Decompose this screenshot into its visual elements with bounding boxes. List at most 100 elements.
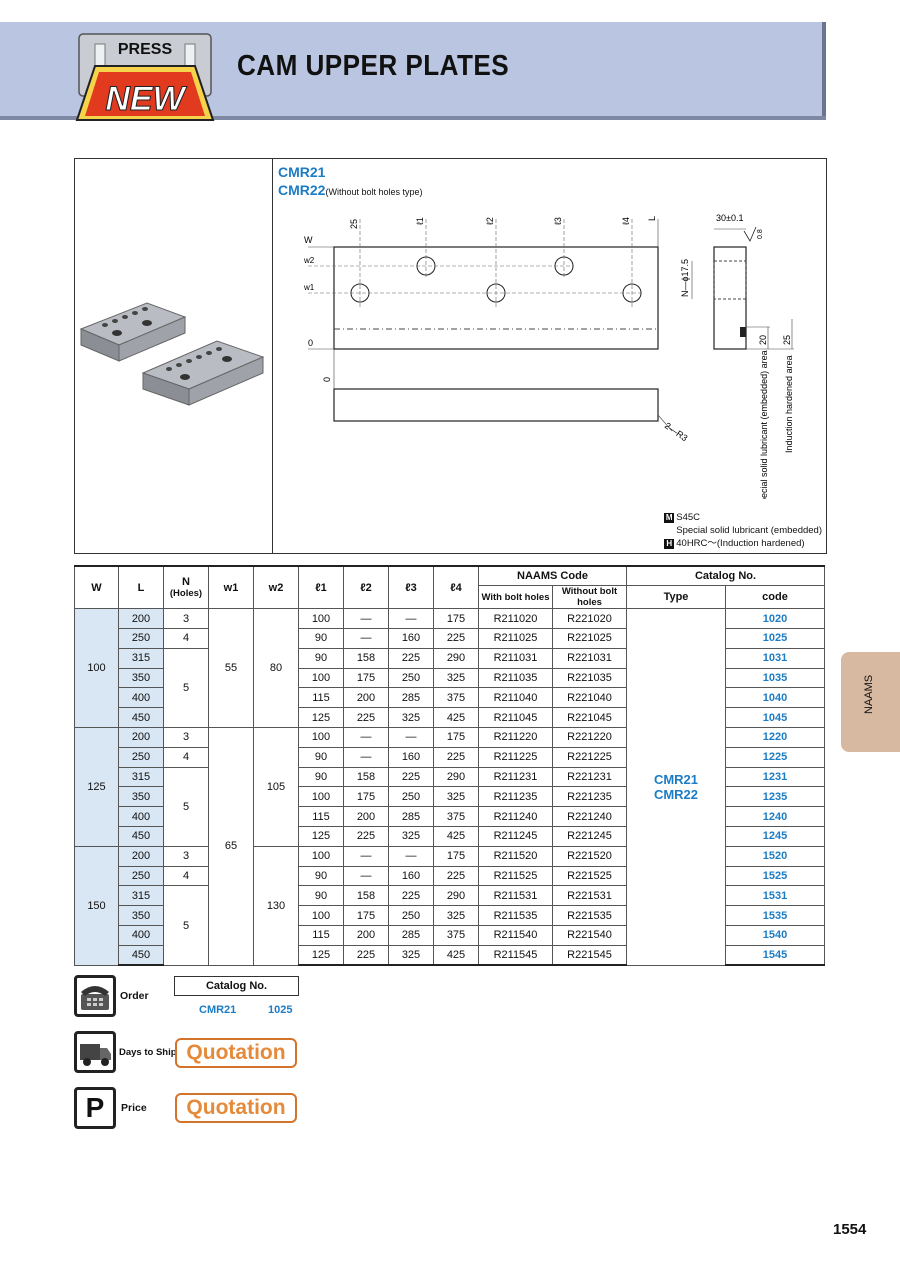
cell-naams-without: R221040 — [552, 687, 627, 709]
dim-l4: ℓ4 — [621, 217, 631, 225]
product-photo — [79, 302, 265, 406]
dim-l1: ℓ1 — [415, 217, 425, 225]
cell-L: 400 — [118, 925, 164, 946]
cell-l2: — — [343, 727, 389, 748]
figure-divider — [272, 159, 273, 553]
cell-naams-with: R211245 — [478, 826, 553, 847]
cell-code: 1245 — [725, 826, 825, 847]
cell-N: 5 — [163, 766, 209, 847]
cell-l4: 175 — [433, 845, 479, 867]
cell-naams-with: R211535 — [478, 905, 553, 927]
cell-L: 315 — [118, 766, 164, 788]
cell-code: 1045 — [725, 707, 825, 729]
cell-l4: 375 — [433, 806, 479, 828]
cell-L: 315 — [118, 885, 164, 907]
cell-naams-without: R221535 — [552, 905, 627, 927]
cell-l2: 175 — [343, 786, 389, 808]
cell-l3: 325 — [388, 944, 434, 967]
page-title: CAM UPPER PLATES — [237, 50, 510, 82]
cell-naams-with: R211540 — [478, 925, 553, 946]
table-header-row-1: W L N(Holes) w1 w2 ℓ1 ℓ2 ℓ3 ℓ4 NAAMS Cod… — [74, 565, 825, 610]
cell-l1: 100 — [298, 667, 344, 689]
cell-l3: 285 — [388, 806, 434, 828]
cell-l4: 375 — [433, 925, 479, 946]
dim-zero-b: 0 — [322, 377, 332, 382]
cell-l3: 225 — [388, 766, 434, 788]
cell-l1: 100 — [298, 905, 344, 927]
phone-icon — [74, 975, 116, 1017]
price-label: Price — [121, 1102, 147, 1114]
cell-code: 1220 — [725, 727, 825, 748]
dim-roughness: 0.8 — [757, 229, 764, 239]
cell-naams-with: R211025 — [478, 628, 553, 649]
cell-l1: 115 — [298, 806, 344, 828]
dim-l3: ℓ3 — [553, 217, 563, 225]
badge-new-text: NEW — [105, 80, 187, 118]
cell-code: 1231 — [725, 766, 825, 788]
cell-naams-with: R211220 — [478, 727, 553, 748]
cell-l3: 325 — [388, 826, 434, 847]
cell-l2: — — [343, 845, 389, 867]
model-b-name: CMR22 — [278, 182, 326, 198]
model-b-label: CMR22(Without bolt holes type) — [278, 182, 423, 198]
dim-top-25: 25 — [349, 219, 359, 229]
cell-naams-without: R221035 — [552, 667, 627, 689]
cell-naams-with: R211020 — [478, 608, 553, 630]
cell-naams-with: R211040 — [478, 687, 553, 709]
cell-naams-with: R211225 — [478, 746, 553, 768]
badge-press-text: PRESS — [118, 41, 173, 58]
cell-l1: 100 — [298, 608, 344, 630]
days-to-ship-label: Days to Ship — [119, 1047, 177, 1058]
cell-N: 3 — [163, 608, 209, 630]
cell-l1: 90 — [298, 865, 344, 887]
cell-naams-with: R211525 — [478, 865, 553, 887]
cell-l4: 290 — [433, 885, 479, 907]
cell-l1: 100 — [298, 727, 344, 748]
cell-L: 200 — [118, 727, 164, 748]
cell-code: 1525 — [725, 865, 825, 887]
dim-20: 20 — [758, 335, 768, 345]
table-header-row-2: With bolt holes Without bolt holes Type … — [75, 585, 825, 610]
dim-radius: 2—R3 — [663, 420, 690, 443]
cell-N: 3 — [163, 845, 209, 867]
dim-thickness: 30±0.1 — [716, 213, 743, 223]
cell-l3: — — [388, 727, 434, 748]
cell-l2: 158 — [343, 885, 389, 907]
cell-l1: 90 — [298, 885, 344, 907]
cell-N: 4 — [163, 746, 209, 768]
cell-w1: 55 — [208, 608, 254, 729]
spec-table: W L N(Holes) w1 w2 ℓ1 ℓ2 ℓ3 ℓ4 NAAMS Cod… — [74, 565, 825, 967]
cell-naams-without: R221025 — [552, 628, 627, 649]
cell-L: 250 — [118, 746, 164, 768]
side-tab-label: NAAMS — [863, 674, 875, 714]
cell-l1: 90 — [298, 628, 344, 649]
cell-l3: 160 — [388, 628, 434, 649]
cell-l4: 225 — [433, 628, 479, 649]
col-with-bolt: With bolt holes — [478, 585, 553, 610]
cell-naams-without: R221235 — [552, 786, 627, 808]
type-cmr21: CMR21 — [653, 771, 699, 787]
cell-code: 1540 — [725, 925, 825, 946]
cell-N: 5 — [163, 885, 209, 966]
header-shadow — [0, 116, 826, 120]
cell-l4: 225 — [433, 746, 479, 768]
cell-N: 3 — [163, 727, 209, 748]
cell-l2: 200 — [343, 925, 389, 946]
col-W: W — [74, 565, 119, 610]
cell-l4: 425 — [433, 826, 479, 847]
cell-l3: 160 — [388, 865, 434, 887]
cell-L: 450 — [118, 707, 164, 729]
side-tab-naams[interactable]: NAAMS — [841, 652, 900, 752]
cell-code: 1020 — [725, 608, 825, 630]
cell-L: 450 — [118, 944, 164, 967]
dim-zero-a: 0 — [308, 338, 313, 348]
